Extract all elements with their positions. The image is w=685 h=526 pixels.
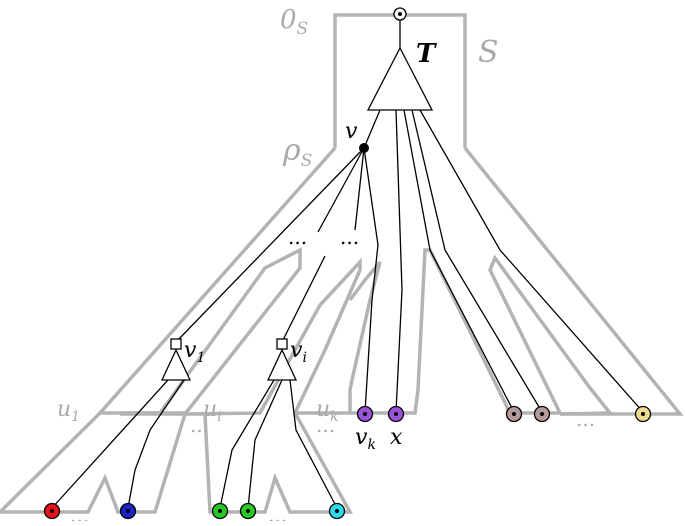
edge-v1-to-red <box>51 379 169 509</box>
triangle-v1 <box>160 348 192 381</box>
label-t: T <box>416 39 437 69</box>
edge-t-to-v <box>363 109 381 149</box>
ellipsis-upper-1: ... <box>288 225 307 249</box>
label-v: v <box>345 119 358 144</box>
gene-tree-lines <box>51 20 644 509</box>
ellipsis-u1-mid: ... <box>190 413 209 437</box>
shadow-u1-bottom <box>0 247 302 514</box>
label-rho: ρS <box>282 133 312 171</box>
ellipsis-bottom-left: ... <box>70 503 89 521</box>
label-v1: v1 <box>184 338 205 366</box>
label-vk: vk <box>355 425 376 453</box>
leaves-group <box>43 405 652 520</box>
leaf-cyan-dot <box>335 509 339 513</box>
leaf-x-dot <box>394 412 398 416</box>
node-v1-square <box>170 338 182 350</box>
label-vi: vi <box>290 338 307 366</box>
edge-ellipsis-to-vi <box>281 255 326 343</box>
edge-vi-to-cyan <box>289 379 338 509</box>
root-node-inner <box>398 12 402 16</box>
leaf-green-1-dot <box>218 509 222 513</box>
edge-v-to-vk <box>363 147 379 413</box>
label-s: S <box>478 35 499 70</box>
label-u1: u1 <box>57 397 80 425</box>
nodes <box>170 7 407 350</box>
ellipsis-ui-mid: ... <box>316 413 335 437</box>
leaf-brown-2-dot <box>540 412 544 416</box>
edge-vi-to-green2 <box>247 379 283 509</box>
label-ui: ui <box>203 397 222 425</box>
leaf-tan-dot <box>641 412 645 416</box>
edge-t-to-x <box>395 109 403 413</box>
species-tree-shadow <box>0 13 684 514</box>
shadow-uk-bottom <box>350 248 512 415</box>
leaf-green-2-dot <box>246 509 250 513</box>
edge-t-to-brown1 <box>403 109 515 413</box>
edge-v-to-ellipsis2 <box>354 147 365 231</box>
shadow-right-tube <box>488 254 614 416</box>
edge-v-to-ellipsis <box>317 147 365 233</box>
shadow-ui-tube-lower <box>184 257 362 514</box>
leaf-vk-dot <box>363 412 367 416</box>
ellipsis-upper-2: ... <box>340 225 359 249</box>
triangle-t <box>366 46 434 111</box>
ellipsis-bottom-mid: ... <box>268 503 287 521</box>
labels-group: 0S S T ρS v v1 vi u1 ui uk vk x ... ... … <box>57 5 595 526</box>
ellipsis-right: ... <box>576 407 595 431</box>
edge-vi-to-green1 <box>219 379 275 509</box>
leaf-brown-1-dot <box>512 412 516 416</box>
edge-v-to-v1 <box>175 147 365 343</box>
shadow-outer-left <box>0 146 337 514</box>
edge-t-to-tan <box>419 109 644 413</box>
edge-t-to-brown2 <box>411 109 543 413</box>
leaf-blue-dot <box>126 509 130 513</box>
label-uk: uk <box>316 397 339 425</box>
node-vi-square <box>276 338 288 350</box>
label-x: x <box>390 425 403 450</box>
shadow-uk-tube <box>295 260 382 415</box>
leaf-red-dot <box>50 509 54 513</box>
node-v <box>359 143 369 153</box>
label-o-s: 0S <box>280 5 308 39</box>
edge-v1-to-blue <box>127 379 185 509</box>
